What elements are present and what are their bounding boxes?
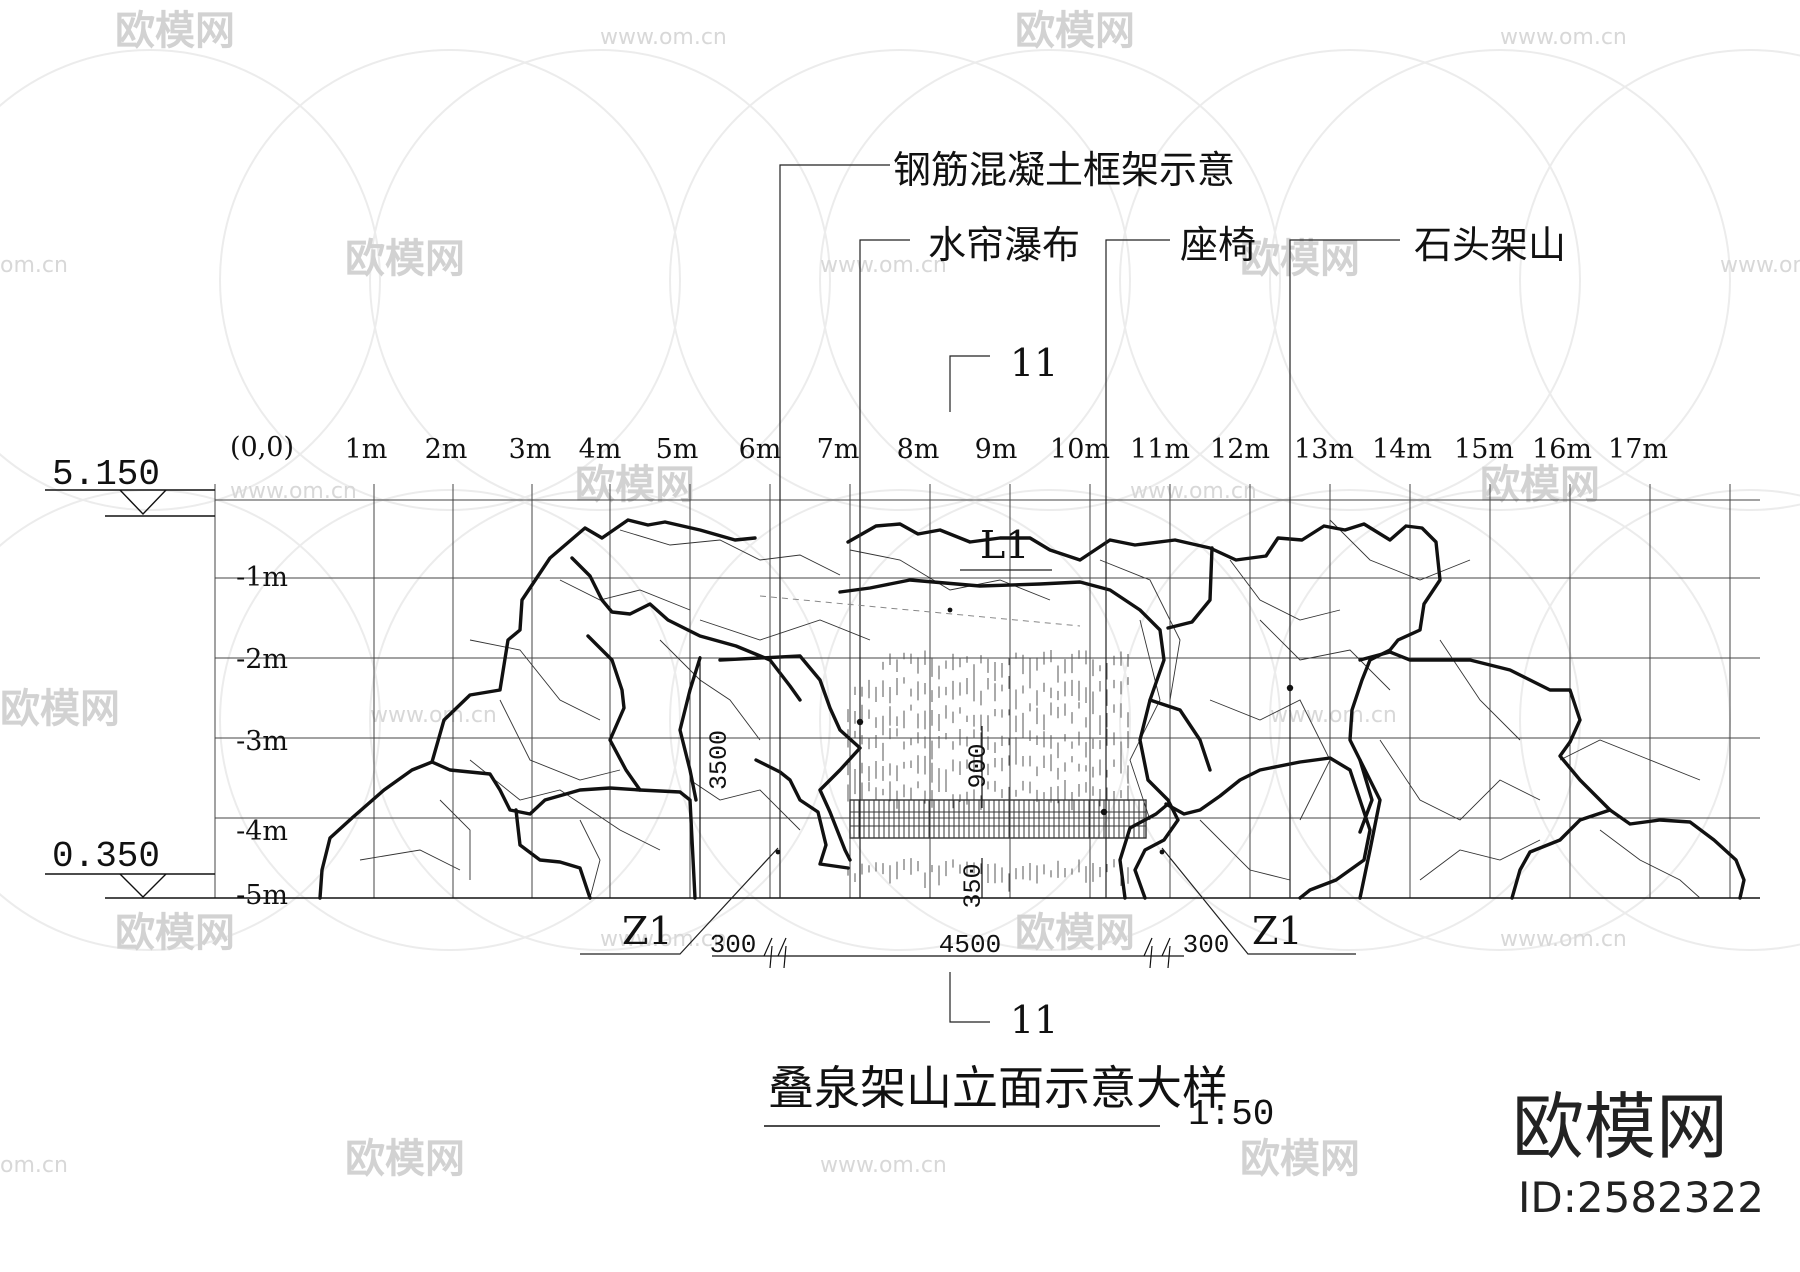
watermark-arc bbox=[669, 489, 1131, 951]
y-axis-label: -2m bbox=[236, 644, 288, 675]
watermark-url-repeat: www.om.cn bbox=[820, 253, 947, 278]
x-axis-label: 3m bbox=[509, 434, 552, 465]
x-axis-label: 7m bbox=[817, 434, 860, 465]
watermark-brand-repeat: 欧模网 bbox=[1015, 8, 1135, 54]
x-axis-label: 6m bbox=[739, 434, 782, 465]
x-axis-labels: 1m 2m 3m 4m 5m 6m 7m 8m 9m 10m 11m 12m 13m 14m 15m 16m 1… bbox=[345, 434, 1668, 465]
watermark-arc bbox=[819, 489, 1281, 951]
dim-350: 350 bbox=[959, 863, 988, 908]
watermark-url-repeat: om.cn bbox=[0, 253, 68, 278]
x-axis-label: 1m bbox=[345, 434, 388, 465]
dot-marker bbox=[947, 607, 953, 613]
dimension-lines bbox=[699, 656, 1184, 969]
watermark-brand-repeat: 欧模网 bbox=[1015, 910, 1135, 956]
dim-4500: 4500 bbox=[939, 930, 1001, 960]
watermark-brand-repeat: 欧模网 bbox=[1240, 1136, 1360, 1182]
dot-marker bbox=[856, 718, 864, 726]
tag-l1: L1 bbox=[980, 523, 1029, 567]
tag-z1-right: Z1 bbox=[1252, 909, 1303, 953]
watermark-url-repeat: www.om.cn bbox=[1270, 703, 1397, 728]
origin-label: (0,0) bbox=[230, 432, 294, 463]
watermark-brand-repeat: 欧模网 bbox=[345, 236, 465, 282]
dim-3500: 3500 bbox=[705, 730, 734, 790]
elevation-mark-bottom: 0.350 bbox=[45, 836, 215, 899]
dot-marker bbox=[1286, 684, 1294, 692]
watermark-arc bbox=[0, 49, 381, 511]
elevation-bottom-value: 0.350 bbox=[52, 836, 160, 877]
watermark-brand-repeat: 欧模网 bbox=[1480, 462, 1600, 508]
watermark-brand-repeat: 欧模网 bbox=[575, 462, 695, 508]
tag-z1-left: Z1 bbox=[622, 909, 673, 953]
dim-900: 900 bbox=[964, 743, 993, 788]
watermark-brand-repeat: 欧模网 bbox=[345, 1136, 465, 1182]
dot-marker bbox=[1159, 849, 1165, 855]
x-axis-label: 5m bbox=[656, 434, 699, 465]
label-water-curtain-falls: 水帘瀑布 bbox=[928, 223, 1080, 267]
watermark-id: ID:2582322 bbox=[1518, 1173, 1764, 1222]
x-axis-label: 8m bbox=[897, 434, 940, 465]
rock-texture bbox=[359, 519, 1701, 899]
watermark-arc bbox=[1119, 49, 1581, 511]
watermark-url-repeat: www.om.cn bbox=[1720, 253, 1800, 278]
drawing-title: 叠泉架山立面示意大样 bbox=[768, 1061, 1228, 1115]
watermark-arc bbox=[369, 489, 831, 951]
x-axis-label: 13m bbox=[1294, 434, 1354, 465]
x-axis-label: 9m bbox=[975, 434, 1018, 465]
dot-marker bbox=[1100, 808, 1108, 816]
x-axis-label: 11m bbox=[1130, 434, 1190, 465]
watermark-url-repeat: www.om.cn bbox=[1500, 927, 1627, 952]
watermark-url-repeat: www.om.cn bbox=[600, 927, 727, 952]
watermark-arc bbox=[669, 49, 1131, 511]
elevation-top-value: 5.150 bbox=[52, 454, 160, 495]
label-bench: 座椅 bbox=[1180, 223, 1256, 267]
leader-lines bbox=[779, 164, 1400, 1023]
watermark-brand-repeat: 欧模网 bbox=[115, 8, 235, 54]
x-axis-label: 10m bbox=[1050, 434, 1110, 465]
watermark-arc bbox=[819, 49, 1281, 511]
x-axis-label: 4m bbox=[579, 434, 622, 465]
y-axis-labels: -1m -2m -3m -4m -5m bbox=[236, 562, 288, 911]
x-axis-label: 14m bbox=[1372, 434, 1432, 465]
watermark-url-repeat: www.om.cn bbox=[820, 1153, 947, 1178]
elevation-mark-top: 5.150 bbox=[45, 454, 215, 517]
watermark-arc bbox=[1519, 49, 1800, 511]
waterfall-hatch bbox=[847, 650, 1129, 892]
watermark-brand: 欧模网 bbox=[1512, 1085, 1728, 1169]
drawing-scale: 1:50 bbox=[1188, 1094, 1274, 1135]
watermark-arc bbox=[1519, 489, 1800, 951]
watermark-url-repeat: www.om.cn bbox=[600, 25, 727, 50]
x-axis-label: 12m bbox=[1210, 434, 1270, 465]
x-axis-label: 15m bbox=[1454, 434, 1514, 465]
watermark-arc bbox=[1269, 49, 1731, 511]
dim-300-right: 300 bbox=[1183, 930, 1230, 960]
x-axis-label: 2m bbox=[425, 434, 468, 465]
watermark-brand-repeat: 欧模网 bbox=[115, 910, 235, 956]
y-axis-label: -1m bbox=[236, 562, 288, 593]
section-mark-top: 11 bbox=[1010, 341, 1058, 385]
label-rockery: 石头架山 bbox=[1414, 223, 1566, 267]
watermark-url-repeat: www.om.cn bbox=[1500, 25, 1627, 50]
watermark-arcs bbox=[0, 49, 1800, 951]
watermark-url-repeat: www.om.cn bbox=[370, 703, 497, 728]
x-axis-label: 16m bbox=[1532, 434, 1592, 465]
y-axis-label: -3m bbox=[236, 726, 288, 757]
y-axis-label: -4m bbox=[236, 816, 288, 847]
watermark-brand-repeat: 欧模网 bbox=[0, 686, 120, 732]
label-rc-frame: 钢筋混凝土框架示意 bbox=[893, 148, 1235, 192]
watermark-arc bbox=[219, 49, 681, 511]
y-axis-label: -5m bbox=[236, 880, 288, 911]
watermark-arc bbox=[219, 489, 681, 951]
x-axis-label: 17m bbox=[1608, 434, 1668, 465]
section-mark-bottom: 11 bbox=[1010, 998, 1058, 1042]
dim-300-left: 300 bbox=[710, 930, 757, 960]
watermark-brand-repeat: 欧模网 bbox=[1240, 236, 1360, 282]
watermark-arc bbox=[369, 49, 831, 511]
watermark-url-repeat: om.cn bbox=[0, 1153, 68, 1178]
dot-marker bbox=[775, 849, 781, 855]
